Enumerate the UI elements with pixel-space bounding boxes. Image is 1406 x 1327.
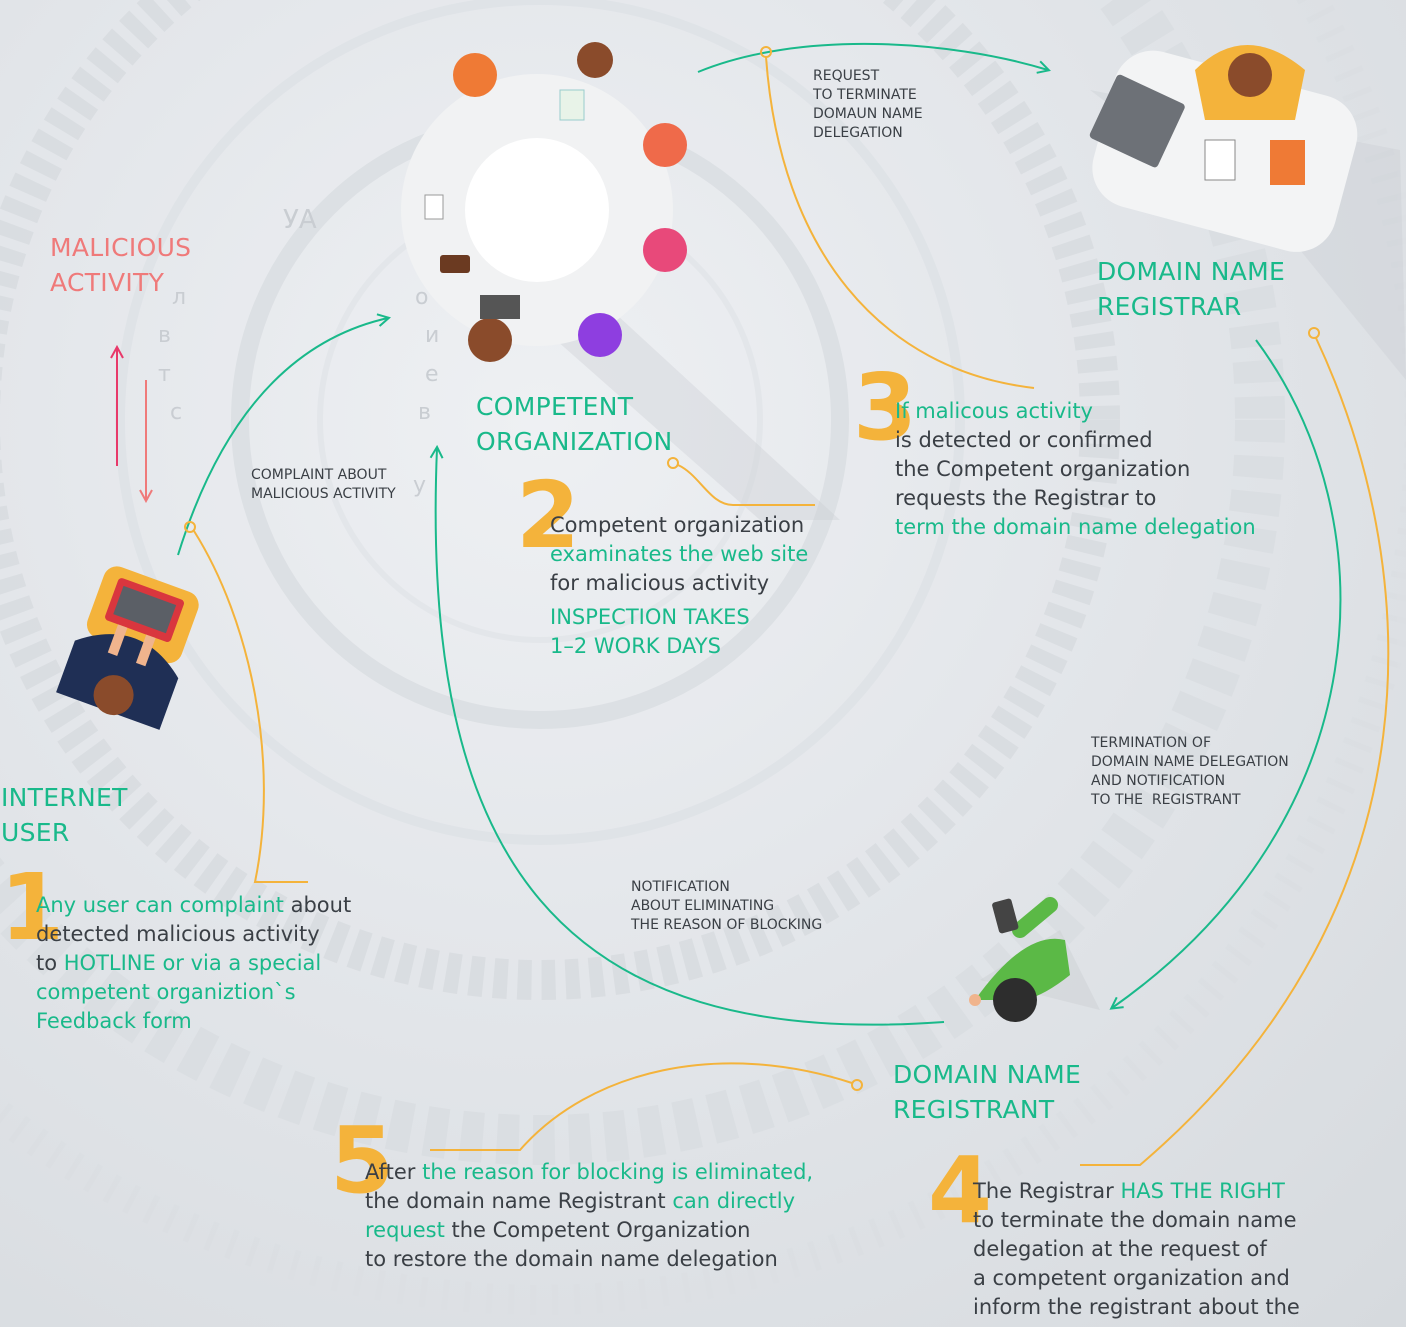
step-3-highlight: If malicous activity	[895, 399, 1093, 423]
step-4-number: 4	[928, 1137, 993, 1244]
request-flow-label: REQUEST TO TERMINATE DOMAUN NAME DELEGAT…	[813, 68, 923, 141]
decor-letter: в	[418, 400, 431, 425]
complaint-flow-label: COMPLAINT ABOUT MALICIOUS ACTIVITY	[251, 467, 396, 502]
step-1-plain: about detected malicious activity to	[36, 893, 352, 975]
decor-letter: в	[158, 323, 171, 348]
competent-organization-title: COMPETENT ORGANIZATION	[476, 392, 673, 456]
decor-letter: л	[172, 285, 187, 310]
step-3-term: term the domain name delegation	[895, 515, 1256, 539]
step-5-text: After the reason for blocking is elimina…	[365, 1158, 813, 1274]
step-5-highlight: the reason for blocking is eliminated,	[422, 1160, 814, 1184]
step-5-number: 5	[330, 1107, 395, 1214]
step-1-number: 1	[0, 854, 65, 961]
notification-flow-label: NOTIFICATION ABOUT ELIMINATING THE REASO…	[631, 879, 823, 933]
registrar-title: DOMAIN NAME REGISTRAR	[1097, 257, 1286, 321]
malicious-activity-label: MALICIOUS ACTIVITY	[50, 233, 192, 297]
step-2-text: Competent organization examinates the we…	[550, 511, 808, 598]
step-5-plain-end: the Competent Organization to restore th…	[365, 1218, 778, 1271]
step-1-text: Any user can complaint about detected ma…	[36, 891, 351, 1036]
registrar-illustration	[1089, 45, 1406, 380]
decor-letter: и	[425, 323, 440, 348]
step-3-number: 3	[853, 354, 918, 461]
step-2-number: 2	[516, 462, 581, 569]
step-4-plain: The Registrar	[973, 1179, 1121, 1203]
decor-letter: с	[170, 400, 183, 425]
step-3-plain: is detected or confirmed the Competent o…	[895, 428, 1191, 510]
step-2-plain: Competent organization	[550, 513, 805, 537]
step-1-highlight: Any user can complaint	[36, 893, 284, 917]
registrant-illustration	[969, 897, 1100, 1022]
registrant-title: DOMAIN NAME REGISTRANT	[893, 1060, 1082, 1124]
step-4-plain-end: to terminate the domain name delegation …	[973, 1208, 1300, 1319]
step-5-plain: After	[365, 1160, 423, 1184]
flow-arrows	[177, 42, 1342, 1026]
step-2-highlight: examinates the web site	[550, 542, 809, 566]
competent-organization-table	[401, 42, 840, 520]
termination-flow-label: TERMINATION OF DOMAIN NAME DELEGATION AN…	[1091, 735, 1289, 808]
decor-letter: т	[158, 362, 171, 387]
step-4-highlight: HAS THE RIGHT	[1120, 1179, 1285, 1203]
decor-letter: УА	[283, 205, 317, 235]
step-3-text: If malicous activity is detected or conf…	[895, 397, 1256, 542]
internet-user-title: INTERNET USER	[1, 783, 128, 847]
decor-letter: е	[425, 362, 439, 387]
step-2-plain-end: for malicious activity	[550, 571, 770, 595]
decor-letter: о	[415, 285, 429, 310]
step-5-plain-mid: the domain name Registrant	[365, 1189, 666, 1213]
decor-letter: у	[413, 473, 427, 498]
step-2-inspection: INSPECTION TAKES 1–2 WORK DAYS	[550, 605, 750, 658]
connector-lines	[184, 46, 1390, 1166]
malicious-arrows	[117, 348, 146, 500]
internet-user-illustration	[56, 566, 199, 730]
step-4-text: The Registrar HAS THE RIGHT to terminate…	[973, 1177, 1300, 1322]
step-5-request: can directly request	[365, 1189, 796, 1242]
step-1-hotline: HOTLINE or via a special competent organ…	[36, 951, 322, 1033]
